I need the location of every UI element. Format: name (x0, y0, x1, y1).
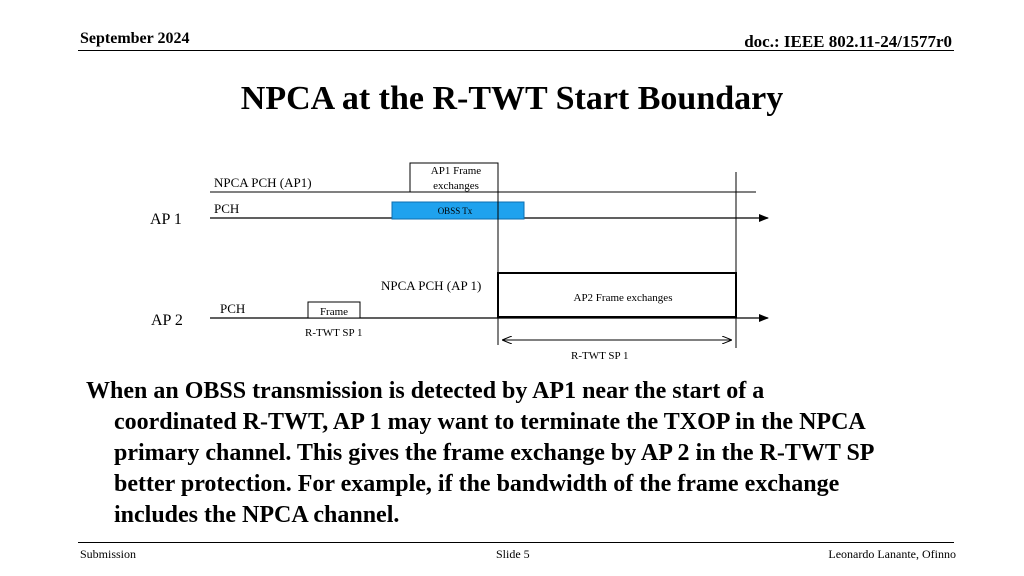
ap1-frame-exchanges-box (409, 162, 499, 193)
body-paragraph: When an OBSS transmission is detected by… (86, 376, 946, 531)
rtwt-sp1-small-label: R-TWT SP 1 (305, 327, 362, 339)
header-doc-id: doc.: IEEE 802.11-24/1577r0 (744, 32, 952, 51)
header-date: September 2024 (80, 30, 190, 47)
ap2-label: AP 2 (151, 312, 183, 329)
ap2-frame-label: Frame (320, 306, 348, 318)
obss-tx-label: OBSS Tx (438, 206, 473, 216)
slide-title: NPCA at the R-TWT Start Boundary (240, 80, 784, 117)
ap1-label: AP 1 (150, 211, 182, 228)
obss-tx-box (391, 201, 525, 220)
body-line: coordinated R-TWT, AP 1 may want to term… (114, 409, 866, 435)
ap2-pch-label: PCH (220, 301, 245, 316)
ap1-frame-line1: AP1 Frame (431, 165, 482, 177)
ap2-frame-box (307, 301, 361, 319)
ap1-npca-label: NPCA PCH (AP1) (214, 175, 312, 190)
rtwt-sp1-large-label: R-TWT SP 1 (571, 350, 628, 362)
ap2-npca-label: NPCA PCH (AP 1) (381, 278, 481, 293)
body-line: primary channel. This gives the frame ex… (114, 440, 875, 466)
body-line: When an OBSS transmission is detected by… (86, 378, 765, 404)
ap2-frame-exchanges-label: AP2 Frame exchanges (574, 292, 673, 304)
header-divider (78, 50, 954, 51)
footer-submission: Submission (80, 547, 137, 561)
ap1-frame-line2: exchanges (433, 180, 479, 192)
body-line: better protection. For example, if the b… (114, 471, 840, 497)
footer-author: Leonardo Lanante, Ofinno (828, 547, 956, 561)
footer-divider (78, 542, 954, 543)
ap2-frame-exchanges-box (497, 272, 737, 318)
body-line: includes the NPCA channel. (114, 502, 400, 528)
ap1-pch-label: PCH (214, 201, 239, 216)
footer-slide-number: Slide 5 (496, 547, 530, 561)
